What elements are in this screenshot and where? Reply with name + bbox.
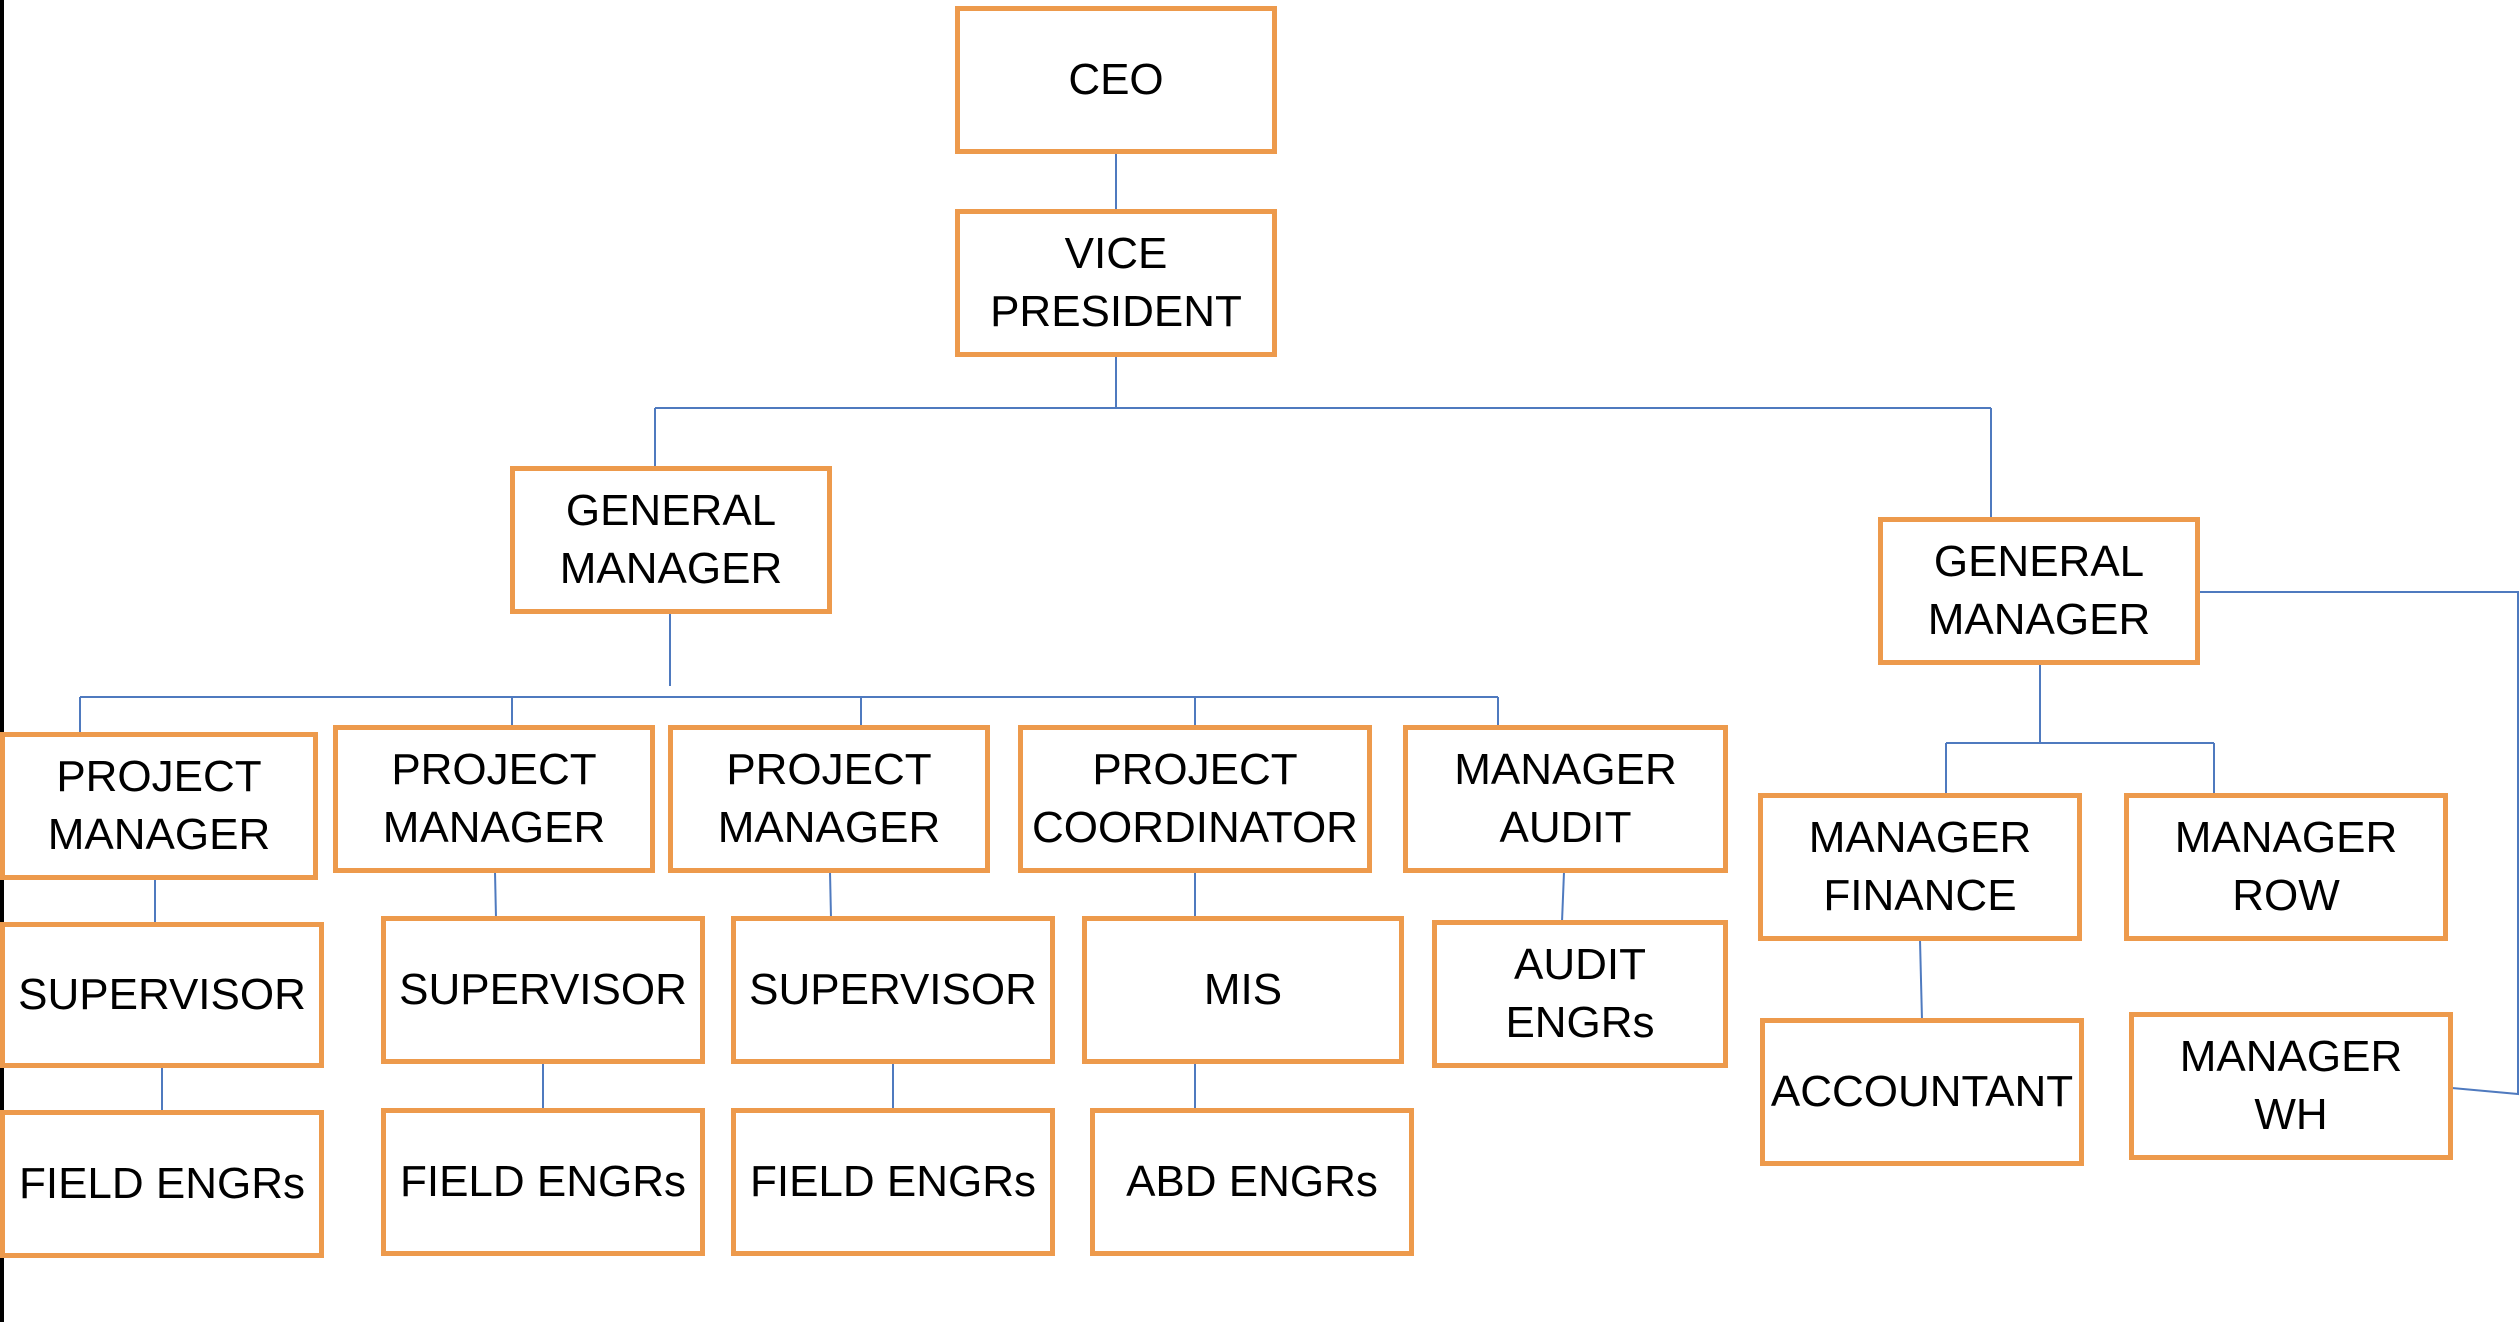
edge-finance-accountant	[1919, 939, 1923, 1021]
edge-pm2-sup2	[494, 871, 497, 919]
node-general-manager-left: GENERAL MANAGER	[510, 466, 832, 614]
edge-pm3-sup3	[829, 871, 832, 919]
node-field-engrs-1: FIELD ENGRs	[0, 1110, 324, 1258]
node-manager-finance: MANAGER FINANCE	[1758, 793, 2082, 941]
left-edge-line	[0, 0, 4, 1322]
node-accountant: ACCOUNTANT	[1760, 1018, 2084, 1166]
node-abd-engrs: ABD ENGRs	[1090, 1108, 1414, 1256]
node-manager-row: MANAGER ROW	[2124, 793, 2448, 941]
node-ceo: CEO	[955, 6, 1277, 154]
node-mis: MIS	[1082, 916, 1404, 1064]
node-general-manager-right: GENERAL MANAGER	[1878, 517, 2200, 665]
node-project-manager-2: PROJECT MANAGER	[333, 725, 655, 873]
node-manager-wh: MANAGER WH	[2129, 1012, 2453, 1160]
node-manager-audit: MANAGER AUDIT	[1403, 725, 1728, 873]
node-field-engrs-3: FIELD ENGRs	[731, 1108, 1055, 1256]
node-field-engrs-2: FIELD ENGRs	[381, 1108, 705, 1256]
node-supervisor-1: SUPERVISOR	[0, 922, 324, 1068]
node-project-coordinator: PROJECT COORDINATOR	[1018, 725, 1372, 873]
node-project-manager-1: PROJECT MANAGER	[0, 732, 318, 880]
node-project-manager-3: PROJECT MANAGER	[668, 725, 990, 873]
edge-gm-right-wh	[2200, 591, 2519, 1096]
node-supervisor-2: SUPERVISOR	[381, 916, 705, 1064]
node-vice-president: VICE PRESIDENT	[955, 209, 1277, 357]
node-supervisor-3: SUPERVISOR	[731, 916, 1055, 1064]
edge-audit-engrs	[1561, 871, 1565, 923]
node-audit-engrs: AUDIT ENGRs	[1432, 920, 1728, 1068]
